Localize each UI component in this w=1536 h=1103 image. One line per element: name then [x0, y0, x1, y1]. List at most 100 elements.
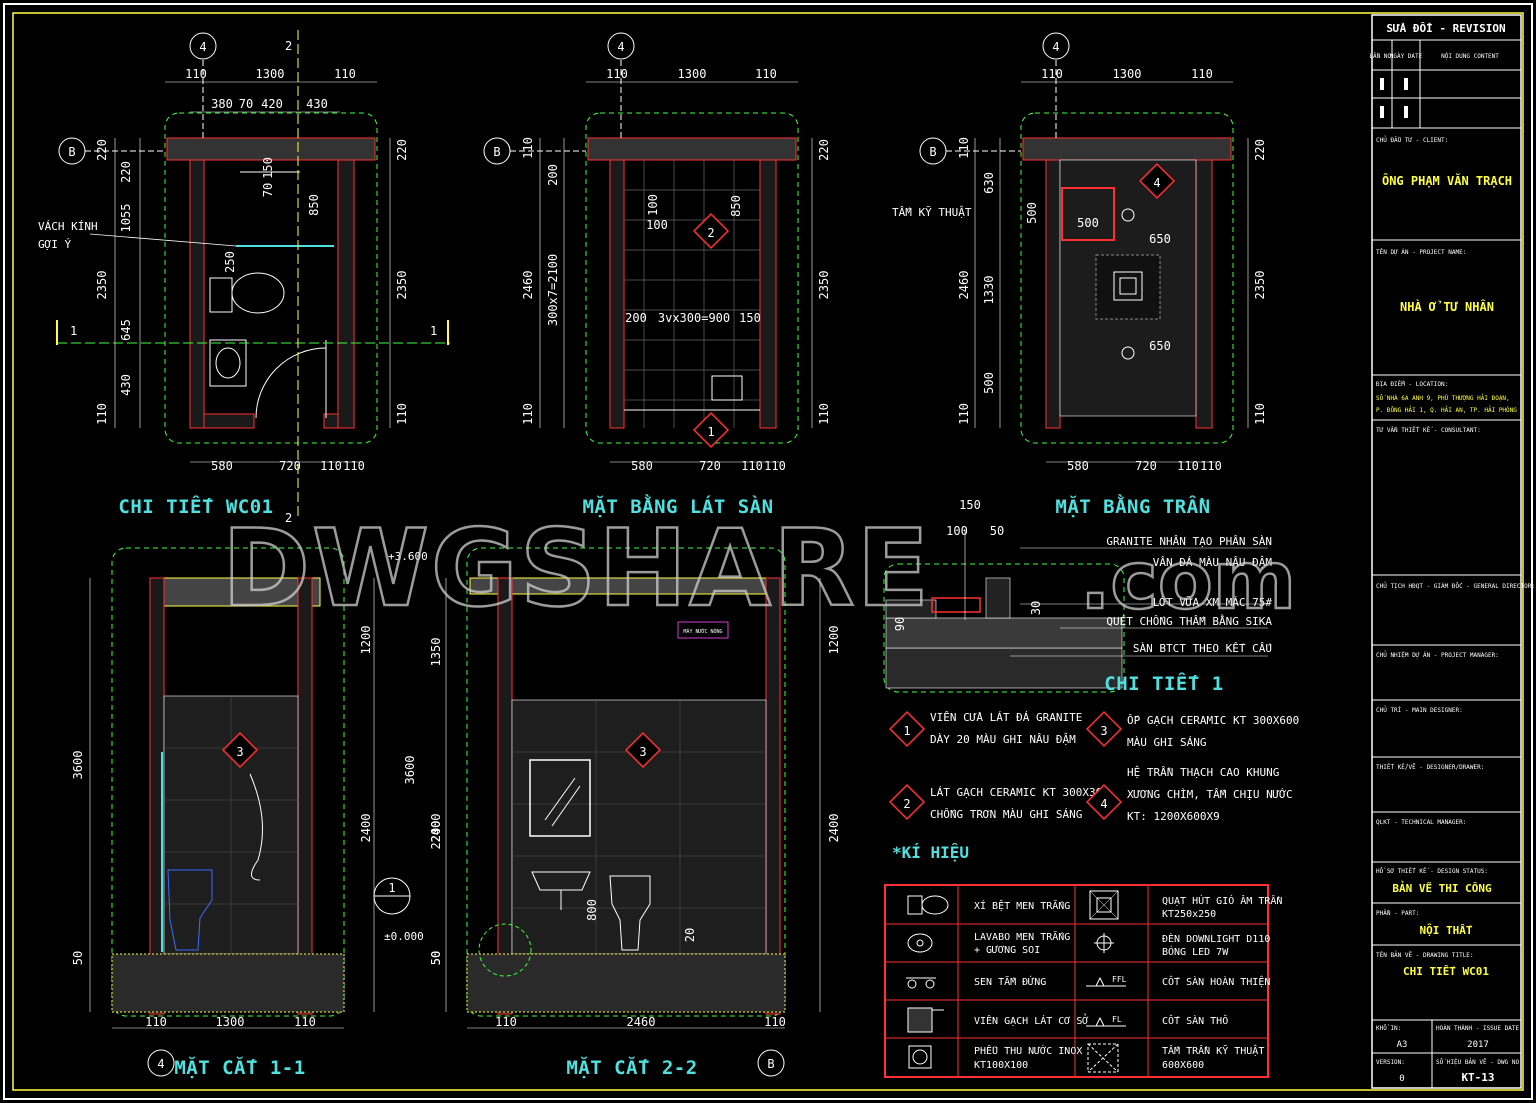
detail-1-view: 150 100 50 90 30 GRANITE NHÂN TẠO PHÂN S…: [883, 498, 1273, 695]
inner-3: 200: [625, 311, 647, 325]
material-tag-1: 1: [692, 411, 730, 449]
bottom-dim-2: 720: [279, 459, 301, 473]
top-dim-3: 110: [334, 67, 356, 81]
main-designer-label: CHỦ TRÌ - MAIN DESIGNER:: [1376, 706, 1463, 714]
glass-note-2: GỢI Ý: [38, 238, 71, 251]
top2-dim-4: 430: [306, 97, 328, 111]
panel-note: TẤM KỸ THUẬT: [892, 206, 972, 219]
inner-dim-3: 150: [261, 157, 275, 179]
watermark-text: DWGSHARE: [222, 507, 931, 630]
version-value: 0: [1399, 1074, 1404, 1084]
legend-note-2: 2 LÁT GẠCH CERAMIC KT 300X300 CHỐNG TRƠN…: [888, 783, 1109, 821]
panel-dim: 500: [1077, 216, 1099, 230]
layer-1: GRANITE NHÂN TẠO PHÂN SÀN: [1106, 535, 1272, 548]
view-title: CHI TIẾT WC01: [118, 495, 273, 518]
top-dim-1: 110: [1041, 67, 1063, 81]
bottom-dim-3: 110: [741, 459, 763, 473]
level-floor: ±0.000: [384, 930, 424, 943]
inner-dim-5: 850: [307, 194, 321, 216]
heater-label: MÁY NƯỚC NÓNG: [683, 628, 722, 635]
sym-label-10a: TẤM TRẦN KỸ THUẬT: [1162, 1044, 1264, 1057]
top2-dim-2: 70: [239, 97, 253, 111]
date-value: 2017: [1467, 1040, 1489, 1050]
dwg-no-value: KT-13: [1461, 1071, 1494, 1084]
top-dim-3: 110: [1191, 67, 1213, 81]
title-block: SỬA ĐỔI - REVISION LẦN NO. NGÀY DATE NỘI…: [1369, 14, 1535, 1089]
view-title: MẶT CẮT 2-2: [566, 1055, 697, 1079]
rev-col-no: LẦN NO.: [1369, 53, 1394, 60]
bottom-dim-4: 110: [764, 459, 786, 473]
svg-text:3: 3: [1100, 724, 1107, 738]
layer-5: SÀN BTCT THEO KẾT CẤU: [1133, 642, 1272, 655]
size-value: A3: [1397, 1040, 1408, 1050]
top-dim-1: 110: [606, 67, 628, 81]
top2-dim-1: 380: [211, 97, 233, 111]
part-value: NỘI THẤT: [1420, 923, 1473, 937]
sym-label-2a: LAVABO MEN TRẮNG: [974, 930, 1070, 943]
left-dim-4: 1330: [982, 276, 996, 305]
right-dim-1: 1200: [359, 626, 373, 655]
bottom-dim-2: 720: [1135, 459, 1157, 473]
designer-label: THIẾT KẾ/VẼ - DESIGNER/DRAWER:: [1376, 763, 1484, 771]
svg-text:4: 4: [1100, 797, 1107, 811]
inner-dim-1: 220: [119, 161, 133, 183]
svg-text:3: 3: [639, 745, 646, 759]
revision-header: SỬA ĐỔI - REVISION: [1386, 22, 1505, 35]
watermark: DWGSHARE .com: [221, 506, 1298, 632]
part-label: PHẦN - PART:: [1376, 910, 1419, 917]
date-label: HOÀN THÀNH - ISSUE DATE:: [1436, 1025, 1523, 1032]
grid-col-label: 4: [1052, 40, 1059, 54]
bottom-dim-2: 2460: [627, 1015, 656, 1029]
left-dim-5: 110: [521, 403, 535, 425]
grid-label: B: [767, 1057, 774, 1071]
qc-label: QLKT - TECHNICAL MANAGER:: [1376, 819, 1466, 826]
location-line-2: P. ĐÔNG HẢI 1, Q. HẢI AN, TP. HẢI PHÒNG: [1376, 406, 1517, 414]
floor-plan-view: 4 B 110 1300 110 110 200 2460 300x7=2100…: [483, 32, 831, 518]
left-dim-1: 1350: [429, 638, 443, 667]
left-dim-3: 2460: [521, 271, 535, 300]
svg-text:1: 1: [707, 425, 714, 439]
svg-text:LÁT GẠCH CERAMIC KT 300X300: LÁT GẠCH CERAMIC KT 300X300: [930, 786, 1109, 799]
toilet-icon: [907, 895, 949, 915]
svg-text:4: 4: [1153, 176, 1160, 190]
svg-text:XƯƠNG CHÌM, TẤM CHỊU NƯỚC: XƯƠNG CHÌM, TẤM CHỊU NƯỚC: [1127, 788, 1293, 801]
svg-text:1: 1: [388, 881, 395, 895]
outer-frame: [3, 3, 1533, 1100]
top-dim-2: 1300: [678, 67, 707, 81]
lavabo-icon: [907, 933, 933, 953]
right-dim-2: 2350: [817, 271, 831, 300]
rev-col-content: NỘI DUNG CONTENT: [1441, 53, 1499, 60]
dim-2: 100: [946, 524, 968, 538]
inner-frame: [12, 12, 1524, 1091]
section-mark-v-bottom: 2: [285, 511, 292, 525]
ceiling-plan-view: 500 4 B 110 1300 110 110 630 2460 1330 5…: [892, 32, 1267, 518]
layer-2: VÂN ĐÁ MÀU NÂU ĐẬM: [1153, 556, 1273, 569]
dim-5: 30: [1029, 601, 1043, 615]
sym-label-9: CỐT SÀN THÔ: [1162, 1014, 1228, 1027]
watermark-suffix: .com: [1080, 534, 1296, 627]
inner-2: 500: [1025, 202, 1039, 224]
svg-text:HỆ TRẦN THẠCH CAO KHUNG: HỆ TRẦN THẠCH CAO KHUNG: [1127, 766, 1279, 779]
view-title: MẶT BẰNG LÁT SÀN: [582, 493, 773, 518]
left-dim-3: 2460: [957, 271, 971, 300]
left-dim-6: 110: [95, 403, 109, 425]
left-dim-2: 2400: [359, 814, 373, 843]
inner-5: 150: [739, 311, 761, 325]
left-dim-1: 110: [521, 137, 535, 159]
pm-label: CHỦ NHIỆM DỰ ÁN - PROJECT MANAGER:: [1376, 651, 1499, 659]
section-mark-h-left: 1: [70, 324, 77, 338]
version-label: VERSION:: [1376, 1059, 1405, 1066]
top-dim-2: 1300: [1113, 67, 1142, 81]
status-value: BẢN VẼ THI CÔNG: [1392, 881, 1492, 895]
material-tag-2: 2: [692, 212, 730, 250]
grid-row-label: B: [68, 145, 75, 159]
inner-dim-2: 70: [261, 183, 275, 197]
exhaust-fan-icon: [1089, 890, 1119, 920]
sym-label-8: CỐT SÀN HOÀN THIỆN: [1162, 975, 1270, 988]
svg-text:2: 2: [903, 797, 910, 811]
right-dim-2: 2400: [827, 814, 841, 843]
size-label: KHỔ IN:: [1376, 1025, 1401, 1032]
right-dim-1: 220: [395, 139, 409, 161]
svg-text:KT: 1200X600X9: KT: 1200X600X9: [1127, 810, 1220, 823]
bottom-dim-2: 1300: [216, 1015, 245, 1029]
